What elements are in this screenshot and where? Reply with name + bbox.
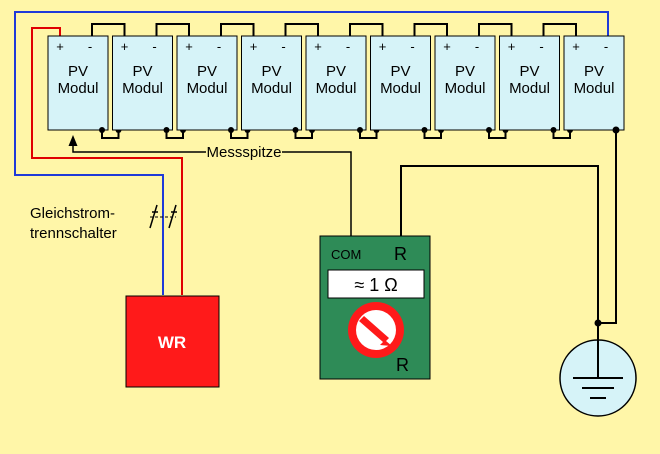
dc-disconnect-switch [149,204,177,229]
module-label-line1: PV [326,63,346,80]
module-minus-label: - [346,39,350,54]
module-label-line2: Modul [316,80,357,97]
module-minus-label: - [604,39,608,54]
module-minus-label: - [410,39,414,54]
series-wire [413,23,448,36]
series-wire [542,23,577,36]
module-plus-label: + [572,39,580,54]
module-label-line1: PV [197,63,217,80]
module-plus-label: + [185,39,193,54]
module-minus-label: - [88,39,92,54]
meter-com-label: COM [331,247,361,262]
module-label-line1: PV [132,63,152,80]
inverter-box [125,295,220,388]
meter-r-label-top: R [394,244,407,264]
module-plus-label: + [121,39,129,54]
module-label-line2: Modul [187,80,228,97]
series-wire [155,23,190,36]
frame-bond-dot [486,127,492,133]
module-minus-label: - [217,39,221,54]
frame-bond-dot [357,127,363,133]
pv-module [47,35,109,131]
switch-label-line2: trennschalter [30,225,117,242]
frame-bond-wire [488,130,507,139]
module-plus-label: + [314,39,322,54]
module-label-line1: PV [455,63,475,80]
module-label-line2: Modul [58,80,99,97]
frame-bond-wire [165,130,184,139]
switch-label-line1: Gleichstrom- [30,205,115,222]
pv-module [499,35,560,131]
ground-wire [597,130,617,340]
frame-bond-wire [230,130,249,139]
probe-tip-arrow [68,135,78,146]
module-label-line2: Modul [251,80,292,97]
series-wire [478,23,513,36]
pv-module [176,35,238,131]
module-label-line1: PV [519,63,539,80]
module-label-line2: Modul [122,80,163,97]
probe-label: Messspitze [206,144,281,161]
frame-bond-dot [99,127,105,133]
pv-module [112,35,173,131]
meter-reading: ≈ 1 Ω [354,275,397,295]
frame-bond-dot [550,127,557,133]
module-plus-label: + [443,39,451,54]
series-wire [284,23,319,36]
frame-bond-dot [292,127,299,133]
module-minus-label: - [152,39,156,54]
module-label-line2: Modul [380,80,421,97]
module-label-line2: Modul [445,80,486,97]
module-minus-label: - [539,39,543,54]
meter-dial-pointer-icon [359,316,392,346]
frame-bond-wire [552,130,571,139]
module-plus-label: + [250,39,258,54]
meter-display [327,269,425,299]
meter-r-label-bottom: R [396,355,409,375]
module-label-line1: PV [68,63,88,80]
module-label-line2: Modul [574,80,615,97]
frame-bond-wire [423,130,442,139]
pv-module [305,35,367,131]
red-dc-wire [31,27,183,295]
blue-dc-wire [14,11,609,295]
module-minus-label: - [281,39,285,54]
frame-bond-wire [294,130,313,139]
series-wire [349,23,384,36]
module-plus-label: + [508,39,516,54]
frame-bond-dot [421,127,428,133]
frame-bond-dot [228,127,234,133]
module-label-line1: PV [261,63,281,80]
meter-r-lead [400,165,599,323]
pv-module [370,35,431,131]
module-plus-label: + [56,39,64,54]
module-minus-label: - [475,39,479,54]
module-label-line1: PV [584,63,604,80]
frame-bond-dot [163,127,170,133]
pv-module [434,35,496,131]
series-wire [91,23,126,36]
inverter-label: WR [158,333,186,352]
frame-bond-wire [359,130,378,139]
pv-module [563,35,625,131]
pv-module [241,35,302,131]
probe-label-bg [206,144,282,161]
module-label-line1: PV [390,63,410,80]
pv-module-string: +-PVModul+-PVModul+-PVModul+-PVModul+-PV… [47,23,625,139]
module-label-line2: Modul [509,80,550,97]
series-wire [220,23,255,36]
module-plus-label: + [379,39,387,54]
frame-bond-wire [101,130,120,139]
